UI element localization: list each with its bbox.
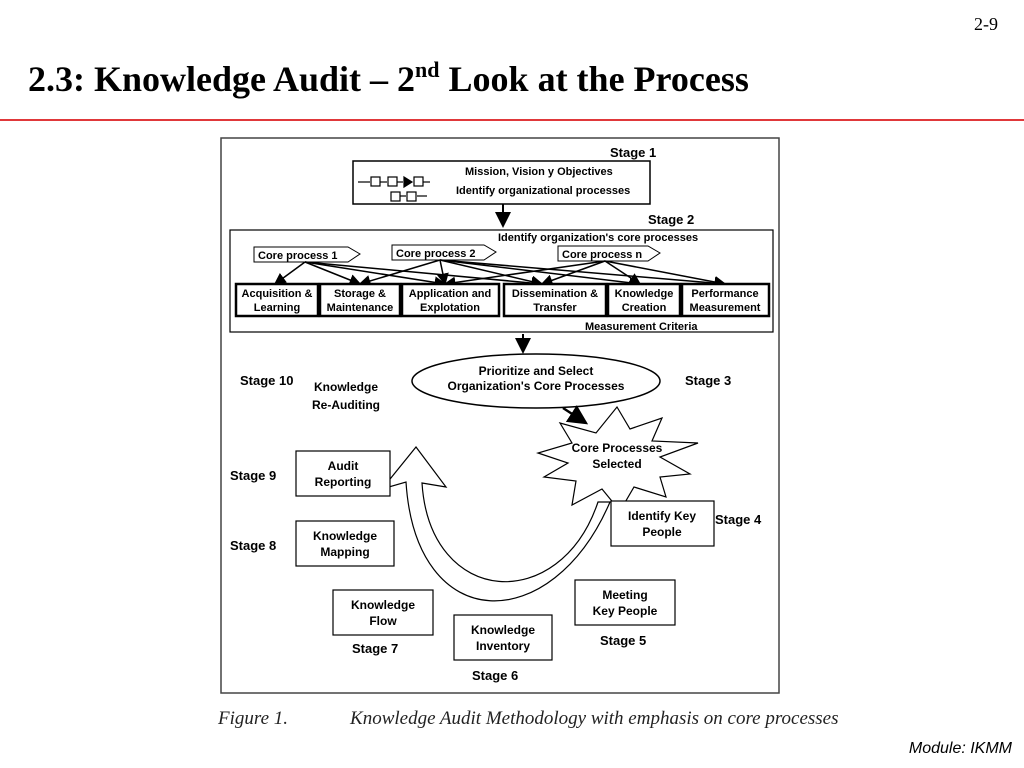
module-footer: Module: IKMM bbox=[908, 740, 1012, 757]
stage3-label: Stage 3 bbox=[685, 373, 731, 388]
activity-performance-box bbox=[680, 282, 771, 318]
activity-2-line1: Storage & bbox=[334, 288, 386, 300]
stage8-label: Stage 8 bbox=[230, 538, 276, 553]
figure-frame bbox=[220, 137, 780, 694]
stage8-line2: Mapping bbox=[320, 545, 369, 559]
stage1-line1: Mission, Vision y Objectives bbox=[465, 166, 613, 178]
core-process-1-label: Core process 1 bbox=[258, 250, 337, 262]
stage5-label: Stage 5 bbox=[600, 633, 646, 648]
stage7-box bbox=[332, 589, 434, 636]
stage3-ellipse bbox=[411, 353, 661, 409]
activity-2-line2: Maintenance bbox=[327, 302, 394, 314]
stage4-label: Stage 4 bbox=[715, 512, 762, 527]
stage10-label: Stage 10 bbox=[240, 373, 293, 388]
stage8-box bbox=[295, 520, 395, 567]
caption-text: Knowledge Audit Methodology with emphasi… bbox=[350, 708, 839, 729]
activity-6-line1: Performance bbox=[691, 288, 758, 300]
stage4-line2: People bbox=[642, 525, 682, 539]
core-process-n-tag bbox=[557, 245, 661, 262]
title-prefix: 2.3: Knowledge Audit – 2 bbox=[28, 59, 416, 99]
stage6-box bbox=[453, 614, 553, 661]
activity-1-line2: Learning bbox=[254, 302, 300, 314]
process-connectors bbox=[273, 259, 727, 290]
stage5-box bbox=[574, 579, 676, 626]
slide-title: 2.3: Knowledge Audit – 2nd Look at the P… bbox=[28, 58, 749, 100]
page-number: 2-9 bbox=[974, 14, 998, 34]
activity-6-line2: Measurement bbox=[690, 302, 761, 314]
core-process-1-tag bbox=[253, 246, 361, 263]
stage6-line1: Knowledge bbox=[471, 623, 535, 637]
stage10-line1: Knowledge bbox=[314, 380, 378, 394]
title-suffix: Look at the Process bbox=[439, 59, 749, 99]
stage9-box bbox=[295, 450, 391, 497]
caption-label: Figure 1. bbox=[218, 708, 289, 729]
activity-4-line2: Transfer bbox=[533, 302, 577, 314]
activity-dissemination-box bbox=[502, 282, 608, 318]
stage5-line1: Meeting bbox=[602, 588, 647, 602]
activity-3-line2: Explotation bbox=[420, 302, 480, 314]
stage7-label: Stage 7 bbox=[352, 641, 398, 656]
diagram-canvas: Stage 1 Mission, Vision y Objectives Ide… bbox=[220, 137, 780, 694]
stage5-line2: Key People bbox=[593, 604, 658, 618]
stage9-label: Stage 9 bbox=[230, 468, 276, 483]
stage7-line1: Knowledge bbox=[351, 598, 415, 612]
activity-boxes bbox=[234, 282, 771, 318]
stage9-line1: Audit bbox=[328, 459, 359, 473]
knowledge-audit-diagram: Stage 1 Mission, Vision y Objectives Ide… bbox=[220, 137, 780, 694]
activity-acquisition-box bbox=[234, 282, 320, 318]
activity-5-line2: Creation bbox=[622, 302, 667, 314]
activity-5-line1: Knowledge bbox=[615, 288, 674, 300]
stage7-line2: Flow bbox=[369, 614, 397, 628]
core-process-2-tag bbox=[391, 244, 497, 261]
activity-creation-box bbox=[606, 282, 682, 318]
core-process-n-label: Core process n bbox=[562, 249, 642, 261]
core-process-2-label: Core process 2 bbox=[396, 248, 475, 260]
figure-caption: Figure 1. Knowledge Audit Methodology wit… bbox=[218, 708, 839, 730]
title-divider bbox=[0, 119, 1024, 121]
arrow-stage3-to-selected bbox=[562, 405, 589, 425]
stage4-line1: Identify Key bbox=[628, 509, 696, 523]
selected-line1: Core Processes bbox=[572, 441, 663, 455]
stage4-box bbox=[610, 500, 715, 547]
stage3-line2: Organization's Core Processes bbox=[448, 379, 625, 393]
stage6-label: Stage 6 bbox=[472, 668, 518, 683]
activity-3-line1: Application and bbox=[409, 288, 492, 300]
process-flow-icon bbox=[358, 175, 430, 202]
title-superscript: nd bbox=[415, 57, 440, 82]
stage2-label: Stage 2 bbox=[648, 212, 694, 227]
stage9-line2: Reporting bbox=[315, 475, 372, 489]
stage1-label: Stage 1 bbox=[610, 145, 656, 160]
stage8-line1: Knowledge bbox=[313, 529, 377, 543]
activity-application-box bbox=[400, 282, 501, 318]
activity-storage-box bbox=[318, 282, 402, 318]
activity-1-line1: Acquisition & bbox=[242, 288, 313, 300]
reaudit-curved-arrow bbox=[380, 446, 611, 602]
selected-line2: Selected bbox=[592, 457, 641, 471]
measurement-criteria: Measurement Criteria bbox=[585, 321, 698, 333]
stage2-heading: Identify organization's core processes bbox=[498, 232, 698, 244]
stage6-line2: Inventory bbox=[476, 639, 530, 653]
stage10-line2: Re-Auditing bbox=[312, 398, 380, 412]
stage3-line1: Prioritize and Select bbox=[479, 364, 594, 378]
core-process-tags bbox=[253, 244, 661, 263]
stage1-line2: Identify organizational processes bbox=[456, 185, 630, 197]
activity-4-line1: Dissemination & bbox=[512, 288, 598, 300]
